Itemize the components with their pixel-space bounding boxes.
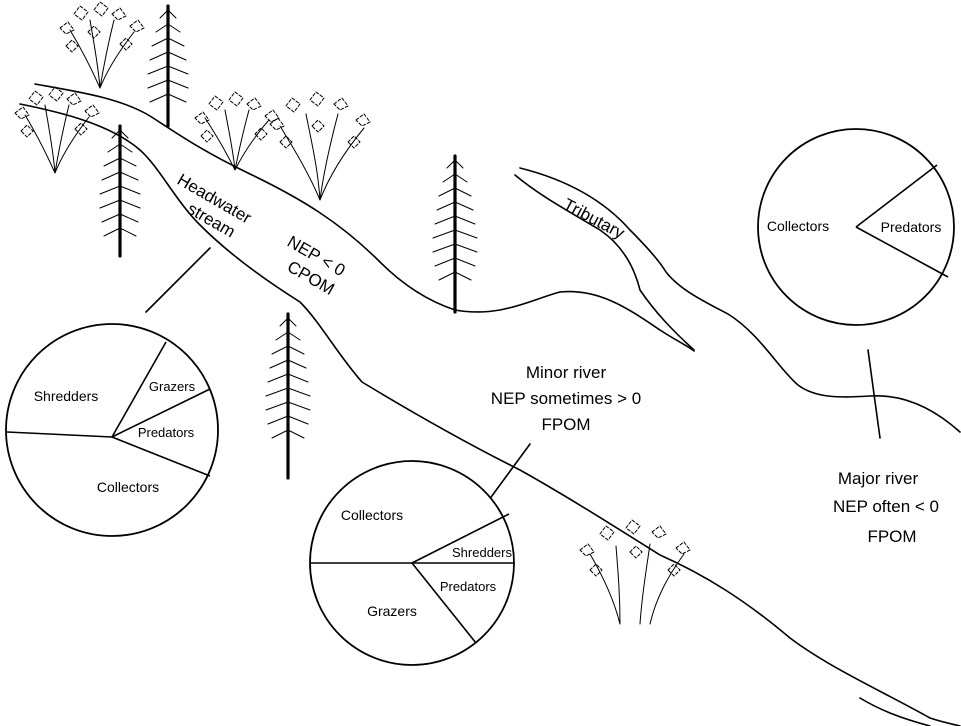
pie-major: Collectors Predators xyxy=(757,128,955,326)
tributary-south-bank xyxy=(514,174,695,351)
pie-headwater-divider xyxy=(111,341,167,438)
pie-headwater-collectors-label: Collectors xyxy=(97,479,159,495)
pie-minor-divider xyxy=(411,513,510,564)
shrub-icon xyxy=(579,519,691,625)
tributary-label: Tributary xyxy=(560,195,628,243)
pie-headwater-divider xyxy=(111,388,211,438)
headwater-south-bank xyxy=(19,103,961,726)
vegetation xyxy=(14,1,691,625)
pie-minor-grazers-label: Grazers xyxy=(367,603,417,619)
major-river-om: FPOM xyxy=(867,527,916,546)
minor-leader-line xyxy=(485,443,531,505)
leader-lines xyxy=(145,247,881,505)
major-river-nep: NEP often < 0 xyxy=(833,497,939,516)
minor-river-nep: NEP sometimes > 0 xyxy=(491,389,641,408)
pie-minor-divider xyxy=(411,562,477,644)
shrub-icon xyxy=(14,86,100,174)
pie-headwater-divider xyxy=(6,431,113,438)
pie-major-divider xyxy=(855,164,938,228)
pie-minor-predators-label: Predators xyxy=(440,579,497,594)
major-leader-line xyxy=(867,349,881,439)
pie-headwater-predators-label: Predators xyxy=(138,425,195,440)
minor-river-title: Minor river xyxy=(526,363,607,382)
conifer-icon xyxy=(99,124,141,258)
pie-minor: Collectors Shredders Predators Grazers xyxy=(309,460,515,666)
south-bank-spur xyxy=(859,697,931,726)
conifer-icon xyxy=(432,154,478,314)
pie-major-collectors-label: Collectors xyxy=(767,218,829,234)
conifer-icon xyxy=(147,4,189,128)
conifer-icon xyxy=(265,312,311,480)
pie-major-divider xyxy=(855,226,949,278)
pie-major-predators-label: Predators xyxy=(881,219,942,235)
river-banks xyxy=(19,83,961,726)
pie-minor-collectors-label: Collectors xyxy=(341,507,403,523)
pie-minor-shredders-label: Shredders xyxy=(452,545,512,560)
pie-headwater-shredders-label: Shredders xyxy=(34,388,99,404)
headwater-north-bank xyxy=(34,83,695,352)
tributary-north-bank xyxy=(519,167,961,433)
pie-headwater: Shredders Grazers Predators Collectors xyxy=(5,323,219,537)
pie-headwater-divider xyxy=(111,436,211,477)
minor-river-om: FPOM xyxy=(541,415,590,434)
pie-headwater-grazers-label: Grazers xyxy=(149,379,196,394)
shrub-icon xyxy=(194,91,280,171)
shrub-icon xyxy=(59,1,145,89)
pie-headwater-outline xyxy=(5,323,219,537)
headwater-leader-line xyxy=(145,247,211,313)
shrub-icon xyxy=(269,91,371,201)
major-river-title: Major river xyxy=(838,469,919,488)
